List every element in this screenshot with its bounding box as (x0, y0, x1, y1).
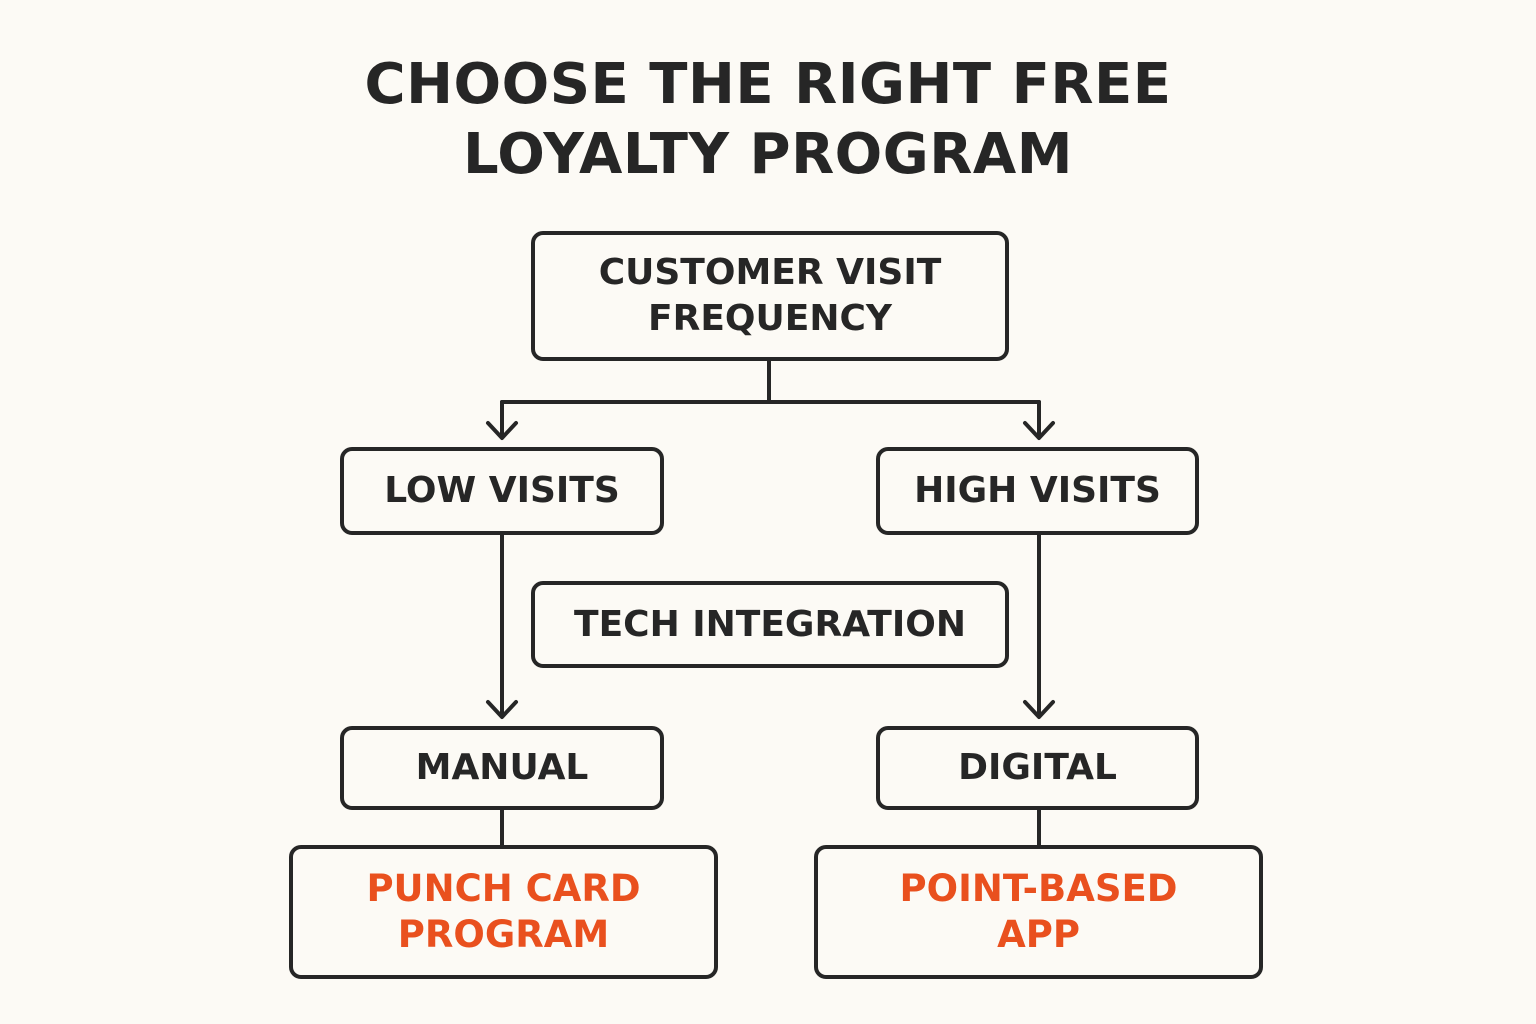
arrowhead-low (486, 421, 518, 440)
node-digital: DIGITAL (876, 726, 1199, 810)
node-punch-card-label-line-2: PROGRAM (397, 913, 610, 956)
node-digital-label: DIGITAL (958, 747, 1117, 788)
node-punch-card-label-line-1: PUNCH CARD (366, 867, 641, 910)
node-high-visits: HIGH VISITS (876, 447, 1199, 535)
node-point-based-app: POINT-BASED APP (814, 845, 1263, 979)
node-point-based-label-line-2: APP (997, 913, 1080, 956)
node-root-label-line-2: FREQUENCY (648, 298, 892, 339)
node-manual-label: MANUAL (415, 747, 589, 788)
arrowhead-manual (486, 700, 518, 719)
arrowhead-high (1023, 421, 1055, 440)
node-tech-integration: TECH INTEGRATION (531, 581, 1009, 668)
node-root-label-line-1: CUSTOMER VISIT (598, 252, 942, 293)
node-low-visits-label: LOW VISITS (384, 470, 620, 511)
diagram-title-line-1: CHOOSE THE RIGHT FREE (364, 52, 1172, 117)
node-manual: MANUAL (340, 726, 664, 810)
node-tech-integration-label: TECH INTEGRATION (574, 603, 966, 645)
node-high-visits-label: HIGH VISITS (914, 470, 1161, 511)
arrowhead-digital (1023, 700, 1055, 719)
diagram-title-line-2: LOYALTY PROGRAM (463, 122, 1073, 187)
node-punch-card-program: PUNCH CARD PROGRAM (289, 845, 718, 979)
node-point-based-label-line-1: POINT-BASED (899, 867, 1178, 910)
node-low-visits: LOW VISITS (340, 447, 664, 535)
node-customer-visit-frequency: CUSTOMER VISIT FREQUENCY (531, 231, 1009, 361)
